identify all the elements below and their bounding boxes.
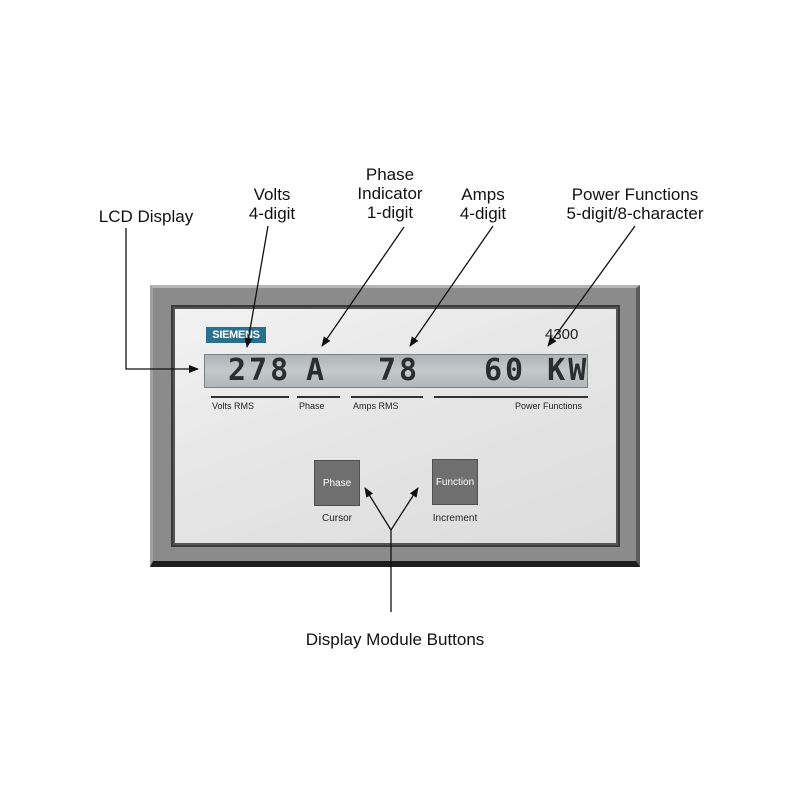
phase-underline [297,396,340,398]
phase-callout: Phase Indicator 1-digit [345,165,435,222]
meter-face-panel [175,309,616,543]
amps-rms-underline [351,396,423,398]
power-functions-underline [434,396,588,398]
buttons-leader-right [390,487,419,531]
lcd-amps-readout: 78 [378,353,421,388]
phase-label: Phase [299,401,325,411]
lcd-display-leader [125,228,199,373]
volts-callout-line2: 4-digit [248,204,296,223]
amps-leader [409,225,494,347]
power-functions-leader [547,225,636,347]
lcd-screen [204,354,588,388]
amps-callout-line2: 4-digit [459,204,507,223]
volts-rms-underline [211,396,289,398]
phase-button-label: Phase [322,477,352,489]
display-module-buttons-callout: Display Module Buttons [305,630,485,649]
phase-callout-line3: 1-digit [366,203,414,222]
phase-callout-line1: Phase [365,165,415,184]
amps-callout: Amps 4-digit [440,185,526,223]
volts-rms-label: Volts RMS [212,401,255,411]
phase-callout-line2: Indicator [357,184,423,203]
function-button-label: Function [435,476,475,488]
volts-leader [244,225,269,348]
power-functions-label: Power Functions [515,401,583,411]
increment-label: Increment [432,513,478,524]
phase-button[interactable]: Phase [314,460,360,506]
amps-rms-label: Amps RMS [353,401,399,411]
function-button[interactable]: Function [432,459,478,505]
power-functions-callout: Power Functions 5-digit/8-character [545,185,725,223]
power-callout-line2: 5-digit/8-character [566,204,704,223]
volts-callout-line1: Volts [253,185,291,204]
phase-leader [321,226,405,347]
buttons-leader-left [364,487,392,531]
lcd-display-callout: LCD Display [98,207,194,226]
lcd-phase-readout: A [306,353,328,388]
amps-callout-line1: Amps [461,185,505,204]
cursor-label: Cursor [321,513,352,524]
lcd-power-readout: 60 KW [484,353,590,388]
lcd-volts-readout: 278 [228,353,292,388]
volts-callout: Volts 4-digit [232,185,312,223]
power-callout-line1: Power Functions [571,185,699,204]
